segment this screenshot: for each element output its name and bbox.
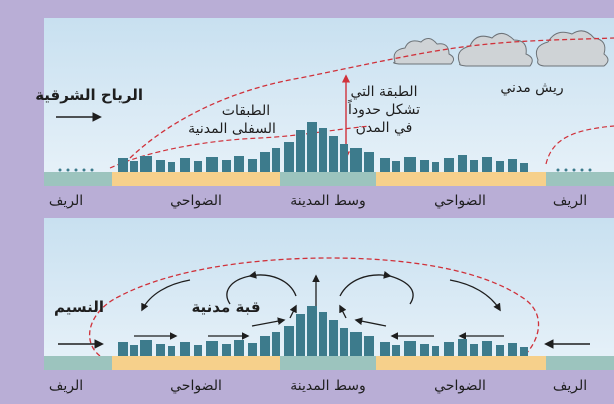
urban-canopy-line xyxy=(109,125,371,169)
zone-suburbs-right: الضواحي xyxy=(434,193,486,209)
ground-rural-right xyxy=(546,172,614,186)
boundary-layer-label-3: في المدن xyxy=(356,120,413,136)
zone-suburbs-left: الضواحي xyxy=(170,193,222,209)
urban-boundary-layer-line xyxy=(129,37,614,159)
boundary-layer-label-1: الطبقة التي xyxy=(351,84,418,100)
top-panel: الرياح الشرقية الطبقات السفلى المدنية ال… xyxy=(35,18,614,209)
urban-dome-line xyxy=(89,257,540,357)
boundary-layer-label-2: تشكل حدوداً xyxy=(347,99,420,118)
city-skyline xyxy=(58,122,592,172)
ground-downtown xyxy=(280,172,376,186)
ground-suburbs-right xyxy=(376,172,546,186)
zone-downtown: وسط المدينة xyxy=(290,193,365,209)
breeze-label: النسيم xyxy=(54,298,104,316)
ground-downtown-b xyxy=(280,356,376,370)
urban-plume-label: ريش مدني xyxy=(500,80,563,96)
ground-suburbs-left xyxy=(112,172,280,186)
ground-suburbs-right-b xyxy=(376,356,546,370)
zone-rural-left-b: الريف xyxy=(49,378,83,394)
zone-rural-right-b: الريف xyxy=(553,378,587,394)
urban-dome-label: قبة مدنية xyxy=(191,298,260,316)
zone-downtown-b: وسط المدينة xyxy=(290,378,365,394)
bottom-panel: النسيم قبة مدنية الريف الضواحي وسط المدي… xyxy=(44,218,614,394)
east-wind-label: الرياح الشرقية xyxy=(35,86,143,104)
rural-boundary-line xyxy=(545,125,614,165)
ground-rural-left-b xyxy=(44,356,112,370)
lower-layers-label-1: الطبقات xyxy=(222,103,270,119)
cloud-icon xyxy=(393,38,455,65)
ground-rural-left xyxy=(44,172,112,186)
zone-rural-right: الريف xyxy=(553,193,587,209)
zone-rural-left: الريف xyxy=(49,193,83,209)
zone-suburbs-left-b: الضواحي xyxy=(170,378,222,394)
zone-suburbs-right-b: الضواحي xyxy=(434,378,486,394)
ground-rural-right-b xyxy=(546,356,614,370)
ground-suburbs-left-b xyxy=(112,356,280,370)
circulation-arrows xyxy=(134,270,504,340)
lower-layers-label-2: السفلى المدنية xyxy=(188,121,276,137)
city-skyline-bottom xyxy=(118,306,528,356)
